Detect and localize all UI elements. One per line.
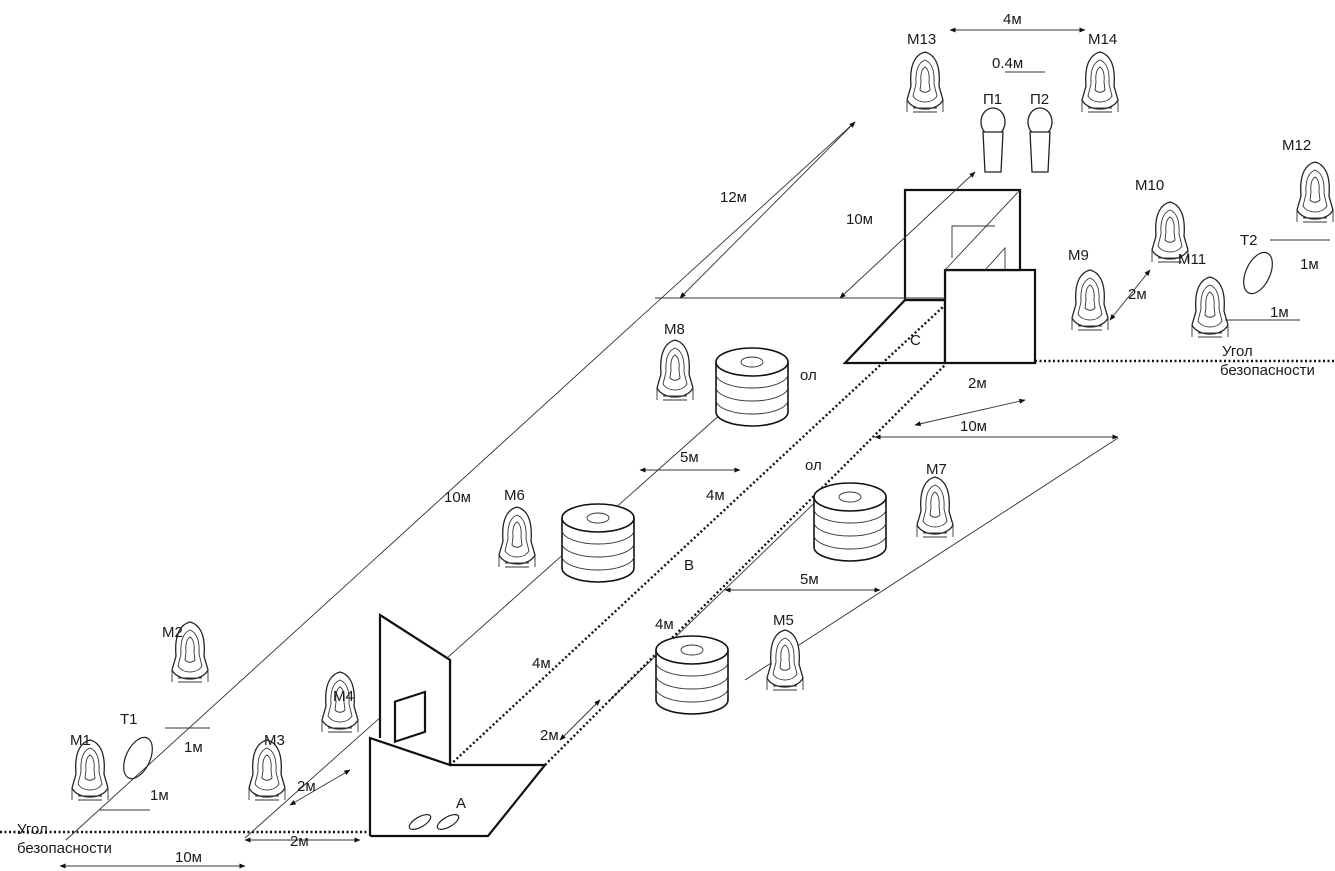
- label-zone-b: В: [684, 557, 694, 574]
- obstacle-stack-2: [561, 503, 635, 583]
- label-ol-2: ол: [805, 457, 822, 474]
- plate-t2: [1243, 251, 1273, 295]
- obstacle-stack-4: [655, 635, 729, 715]
- popper-p2: [1027, 107, 1053, 173]
- target-m7: [916, 476, 954, 538]
- label-dim-2m-bottom: 2м: [290, 833, 309, 850]
- boundary-right: [744, 437, 1119, 681]
- label-safety-right-1: Угол: [1222, 343, 1253, 360]
- label-m11: М11: [1178, 251, 1206, 268]
- boundary-left: [65, 121, 856, 841]
- target-m5: [766, 629, 804, 691]
- label-m1: М1: [70, 732, 91, 749]
- target-m14: [1081, 51, 1119, 113]
- obstacle-stack-3: [813, 482, 887, 562]
- label-dim-2m-a: 2м: [540, 727, 559, 744]
- label-m14: М14: [1088, 31, 1117, 48]
- label-dim-10m-left: 10м: [444, 489, 471, 506]
- label-dim-5m-right: 5м: [800, 571, 819, 588]
- label-m2: М2: [162, 624, 183, 641]
- footprint-left: [408, 814, 432, 830]
- label-dim-4m-lower: 4м: [655, 616, 674, 633]
- label-m13: М13: [907, 31, 936, 48]
- label-t1: Т1: [120, 711, 138, 728]
- target-m11: [1191, 276, 1229, 338]
- label-dim-12m: 12м: [720, 189, 747, 206]
- label-dim-1m-t2a: 1м: [1300, 256, 1319, 273]
- label-dim-10m-top: 10м: [846, 211, 873, 228]
- target-m12: [1296, 161, 1334, 223]
- dim-2m-m9: [1109, 269, 1151, 321]
- label-dim-4m-left: 4м: [532, 655, 551, 672]
- label-safety-right-2: безопасности: [1220, 362, 1315, 379]
- zone-c-floor: [842, 298, 947, 365]
- dim-2m-m3: [289, 769, 351, 806]
- target-m3: [248, 739, 286, 801]
- target-m1: [71, 739, 109, 801]
- label-m12: М12: [1282, 137, 1311, 154]
- label-m3: М3: [264, 732, 285, 749]
- label-m10: М10: [1135, 177, 1164, 194]
- label-m7: М7: [926, 461, 947, 478]
- label-m6: М6: [504, 487, 525, 504]
- label-safety-left-1: Угол: [17, 821, 48, 838]
- label-m5: М5: [773, 612, 794, 629]
- boundary-inner-left: [244, 387, 751, 839]
- label-dim-10m-bottom: 10м: [175, 849, 202, 866]
- wall-c-front: [943, 268, 1037, 365]
- label-m9: М9: [1068, 247, 1089, 264]
- label-dim-10m-c: 10м: [960, 418, 987, 435]
- label-dim-04m: 0.4м: [992, 55, 1023, 72]
- label-p1: П1: [983, 91, 1002, 108]
- label-dim-4m-top: 4м: [1003, 11, 1022, 28]
- label-dim-2m-c: 2м: [968, 375, 987, 392]
- target-m9: [1071, 269, 1109, 331]
- wall-a-panel: [379, 614, 452, 765]
- dim-2m-a: [559, 699, 601, 741]
- footprint-right: [436, 814, 460, 830]
- wall-c-window2: [984, 246, 1006, 271]
- label-m4: М4: [333, 688, 354, 705]
- corridor-left: [449, 304, 946, 766]
- label-zone-a: А: [456, 795, 466, 812]
- label-dim-5m-left: 5м: [680, 449, 699, 466]
- label-t2: Т2: [1240, 232, 1258, 249]
- wall-a-window: [393, 690, 427, 744]
- popper-p1: [980, 107, 1006, 173]
- target-m13: [906, 51, 944, 113]
- dim-12m: [679, 121, 856, 299]
- label-zone-c: С: [910, 332, 921, 349]
- label-dim-1m-t1a: 1м: [184, 739, 203, 756]
- target-m6: [498, 506, 536, 568]
- label-m8: М8: [664, 321, 685, 338]
- label-dim-4m-mid: 4м: [706, 487, 725, 504]
- label-ol-1: ол: [800, 367, 817, 384]
- label-dim-1m-t1b: 1м: [150, 787, 169, 804]
- boundary-inner-right: [609, 487, 831, 701]
- dim-2m-c: [914, 398, 1026, 427]
- plate-t1: [123, 736, 153, 780]
- dim-10m-top: [839, 171, 976, 299]
- obstacle-stack-1: [715, 347, 789, 427]
- target-m8: [656, 339, 694, 401]
- label-dim-2m-m3: 2м: [297, 778, 316, 795]
- zone-a-floor: [370, 763, 548, 838]
- label-safety-left-2: безопасности: [17, 840, 112, 857]
- label-p2: П2: [1030, 91, 1049, 108]
- label-dim-1m-t2b: 1м: [1270, 304, 1289, 321]
- label-dim-2m-m9: 2м: [1128, 286, 1147, 303]
